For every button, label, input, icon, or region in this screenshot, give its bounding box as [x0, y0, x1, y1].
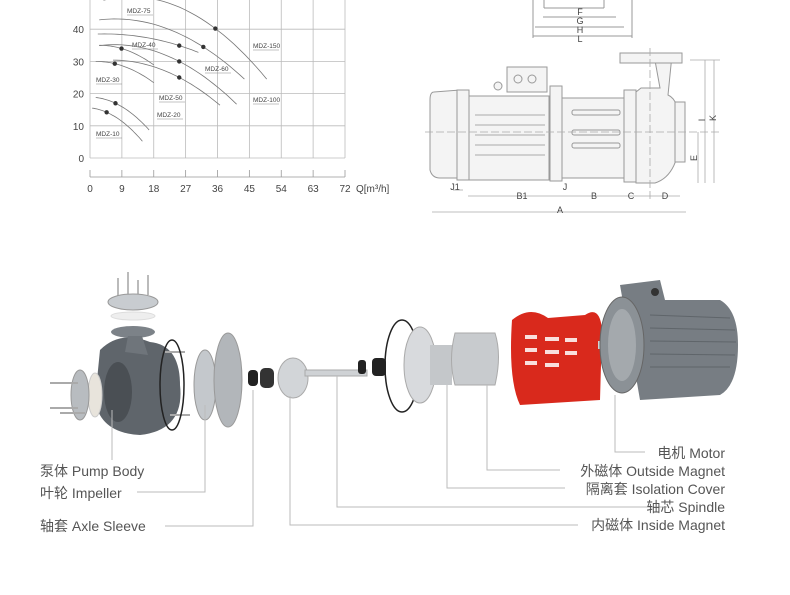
point-mdz-10: [104, 110, 109, 115]
point-mdz-30: [112, 61, 117, 66]
point-mdz-60: [177, 59, 182, 64]
inside-magnet: [277, 357, 309, 399]
x-tick-label: 63: [308, 184, 320, 195]
series-label: MDZ-20: [157, 112, 181, 119]
dim-label-f: F: [577, 7, 583, 17]
x-tick-label: 18: [148, 184, 160, 195]
label-impeller: 叶轮 Impeller: [40, 485, 122, 501]
dim-label-i: I: [697, 119, 707, 122]
series-label: MDZ-150: [253, 43, 280, 50]
curve-mdz-150: [103, 0, 268, 80]
curve-mdz-100: [99, 18, 245, 80]
y-tick-label: 40: [73, 25, 85, 36]
label-inside-magnet: 内磁体 Inside Magnet: [591, 517, 725, 533]
series-label: MDZ-10: [96, 131, 120, 138]
x-tick-label: 45: [244, 184, 256, 195]
point-mdz-50: [177, 75, 182, 80]
curve-mdz-75: [97, 33, 199, 53]
x-tick-label: 54: [276, 184, 288, 195]
dim-label-c: C: [628, 191, 635, 201]
y-tick-label: 0: [78, 154, 84, 165]
dimension-drawing: F G H L A B1 B C D J1 J E I K: [425, 0, 720, 215]
label-motor: 电机 Motor: [657, 445, 725, 461]
point-mdz-40: [119, 46, 124, 51]
x-axis-label: Q[m³/h]: [356, 184, 390, 195]
pump-body-group: [50, 272, 190, 435]
outside-magnet-housing: [511, 311, 602, 405]
series-label: MDZ-60: [205, 66, 229, 73]
curve-mdz-20: [95, 97, 150, 131]
dim-label-d: D: [662, 191, 669, 201]
point-mdz-20: [113, 101, 118, 106]
series-label: MDZ-30: [96, 77, 120, 84]
spindle: [304, 369, 368, 377]
motor: [599, 280, 738, 400]
point-mdz-75: [177, 43, 182, 48]
dim-label-a: A: [557, 205, 563, 215]
leader-lines: [111, 376, 667, 527]
curve-mdz-10: [92, 107, 143, 142]
label-axle-sleeve: 轴套 Axle Sleeve: [40, 518, 146, 534]
label-pump-body: 泵体 Pump Body: [40, 463, 145, 479]
series-label: MDZ-40: [132, 42, 156, 49]
y-tick-label: 10: [73, 122, 85, 133]
curve-mdz-60: [99, 44, 237, 105]
label-isolation-cover: 隔离套 Isolation Cover: [585, 481, 725, 497]
curve-mdz-50: [112, 59, 221, 106]
motor-fan-cover: [429, 89, 461, 179]
dim-label-k: K: [708, 115, 718, 121]
outside-magnet: [451, 332, 499, 386]
point-mdz-150: [213, 26, 218, 31]
dim-label-j1: J1: [450, 182, 460, 192]
dim-label-h: H: [577, 25, 584, 35]
x-tick-label: 36: [212, 184, 224, 195]
o-ring: [159, 339, 185, 431]
dim-label-g: G: [576, 16, 583, 26]
dim-label-e: E: [689, 155, 699, 161]
dim-label-l: L: [577, 34, 582, 44]
x-tick-label: 72: [339, 184, 351, 195]
series-label: MDZ-100: [253, 97, 280, 104]
x-tick-label: 27: [180, 184, 192, 195]
point-mdz-100: [201, 44, 206, 50]
axle-sleeve: [248, 368, 274, 388]
y-tick-label: 20: [73, 90, 85, 101]
series-label: MDZ-75: [127, 8, 151, 15]
label-spindle: 轴芯 Spindle: [646, 499, 725, 515]
curve-mdz-40: [99, 44, 155, 66]
dim-label-b: B: [591, 191, 597, 201]
y-tick-label: 30: [73, 57, 85, 68]
x-tick-label: 0: [87, 184, 93, 195]
dim-label-b1: B1: [516, 191, 527, 201]
performance-chart: 0 10 20 30 40 0 9 18 27 36 45 54 63 72 Q[m³/h] MDZ-10 MD…: [73, 0, 390, 195]
dim-label-j: J: [563, 182, 568, 192]
curve-mdz-30: [95, 61, 155, 84]
label-outside-magnet: 外磁体 Outside Magnet: [580, 463, 725, 479]
series-label: MDZ-50: [159, 95, 183, 102]
x-tick-label: 9: [119, 184, 125, 195]
